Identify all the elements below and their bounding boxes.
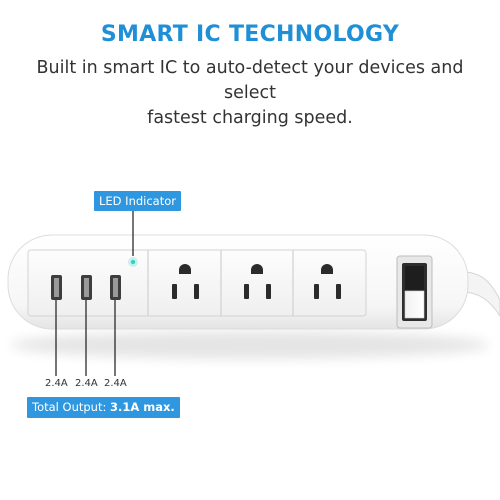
usb-port-icon	[51, 275, 62, 300]
total-output-callout: Total Output: 3.1A max.	[27, 397, 180, 418]
outlet-panel	[27, 249, 367, 317]
subtext-line-1: Built in smart IC to auto-detect your de…	[36, 58, 464, 103]
led-indicator-callout: LED Indicator	[94, 191, 182, 211]
total-output-label: Total Output:	[32, 400, 110, 414]
ac-outlet-icon	[314, 264, 341, 299]
ac-outlet-icon	[172, 264, 199, 299]
headline: SMART IC TECHNOLOGY	[100, 22, 400, 47]
usb-rating-label: 2.4A	[45, 378, 68, 389]
usb-rating-label: 2.4A	[104, 378, 127, 389]
subtext-line-2: fastest charging speed.	[147, 108, 353, 128]
subtext: Built in smart IC to auto-detect your de…	[10, 56, 490, 131]
usb-port-icon	[110, 275, 121, 300]
led-icon	[130, 259, 136, 265]
total-output-value: 3.1A max.	[110, 400, 175, 414]
usb-rating-label: 2.4A	[75, 378, 98, 389]
ac-outlet-icon	[244, 264, 271, 299]
rocker-switch-icon[interactable]	[396, 255, 433, 329]
power-cord-icon	[461, 271, 500, 317]
usb-port-icon	[81, 275, 92, 300]
